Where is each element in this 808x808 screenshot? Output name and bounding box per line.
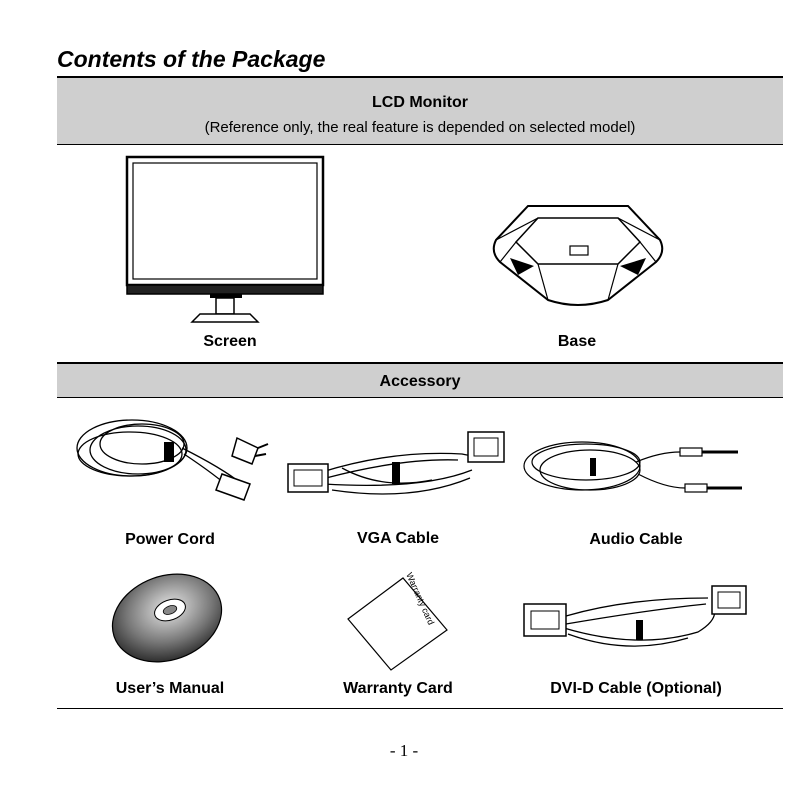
- bottom-rule: [57, 708, 783, 709]
- item-label-audio-cable: Audio Cable: [589, 531, 683, 548]
- item-label-dvi-cable: DVI-D Cable (Optional): [550, 680, 722, 697]
- cd-disc-icon: [111, 573, 223, 663]
- item-label-power-cord: Power Cord: [125, 531, 215, 548]
- warranty-card-icon: [347, 577, 448, 671]
- audio-cable-icon: [523, 441, 742, 493]
- item-label-vga-cable: VGA Cable: [356, 530, 440, 547]
- monitor-section-note: (Reference only, the real feature is dep…: [204, 119, 636, 136]
- dvi-cable-icon: [523, 585, 747, 647]
- monitor-section-header: LCD Monitor (Reference only, the real fe…: [57, 76, 783, 145]
- power-cord-icon: [76, 419, 269, 501]
- vga-cable-icon: [287, 431, 505, 495]
- page-number: - 1 -: [389, 741, 419, 760]
- page-title: Contents of the Package: [57, 46, 326, 72]
- accessory-section-heading: Accessory: [379, 373, 461, 390]
- item-label-warranty-card: Warranty Card: [343, 680, 453, 697]
- monitor-screen-icon: [125, 155, 325, 323]
- item-label-users-manual: User’s Manual: [115, 680, 225, 697]
- monitor-section-heading: LCD Monitor: [372, 94, 468, 111]
- item-label-base: Base: [557, 333, 597, 350]
- item-label-screen: Screen: [203, 333, 257, 350]
- monitor-base-icon: [492, 205, 664, 306]
- accessory-section-header: Accessory: [57, 362, 783, 398]
